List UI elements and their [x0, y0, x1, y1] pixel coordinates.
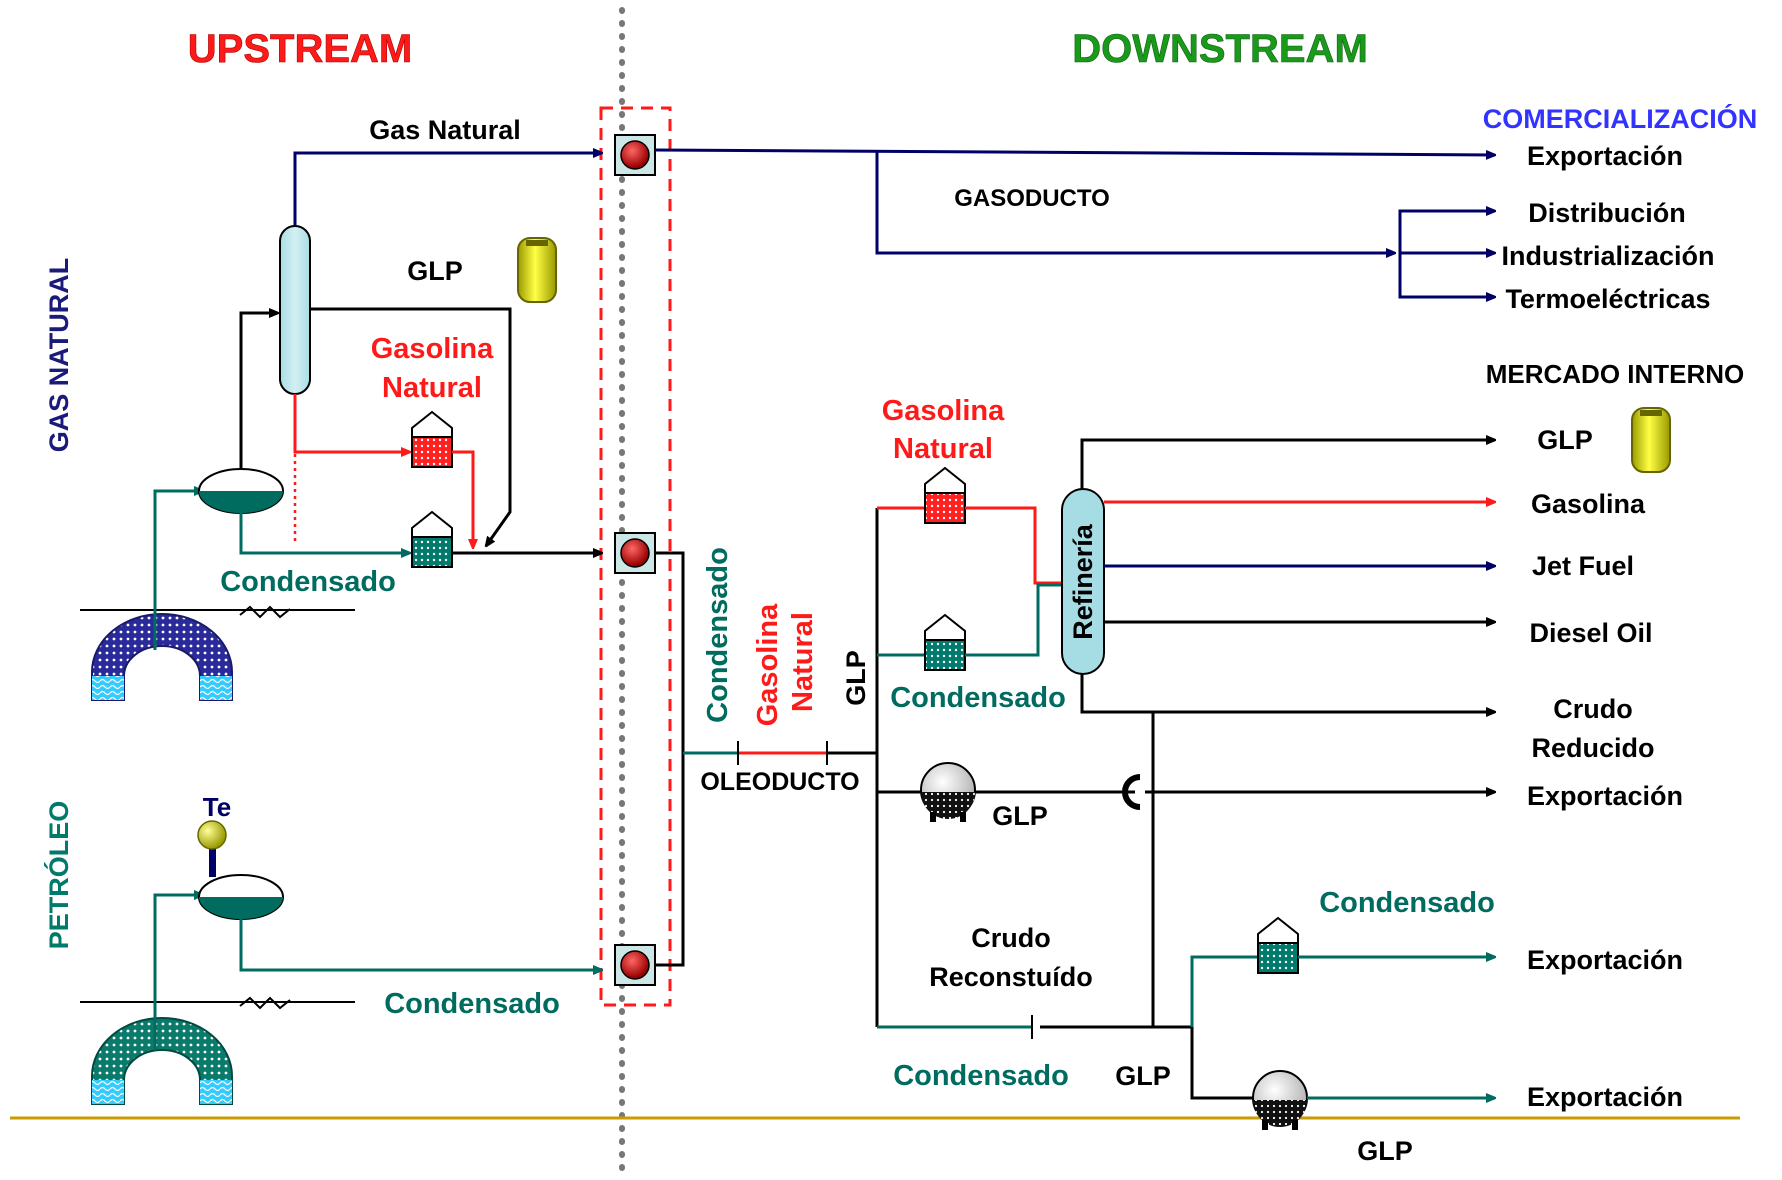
- label-vertical-glp: GLP: [841, 650, 871, 706]
- condensado-line-petroleo: [239, 919, 602, 970]
- oleoducto-upper: [655, 551, 685, 967]
- label-condensado-petroleo: Condensado: [384, 988, 560, 1020]
- storage-tank-icon: [1257, 916, 1299, 974]
- label-crudo-reducido-2: Reducido: [1531, 733, 1654, 763]
- label-gasolina-downstream-2: Natural: [893, 433, 993, 465]
- label-mercado-interno: MERCADO INTERNO: [1486, 359, 1745, 389]
- red-tank-to-junction: [452, 450, 473, 548]
- label-condensado-export: Condensado: [1319, 887, 1495, 919]
- refineria-glp-out: [1080, 440, 1495, 489]
- storage-tank-icon: [411, 510, 453, 568]
- label-gasolina-downstream-1: Gasolina: [882, 395, 1005, 427]
- label-refineria: Refinería: [1068, 523, 1098, 640]
- lpg-cylinder-icon: [517, 237, 557, 303]
- valve-icon: [614, 944, 656, 986]
- label-glp-mi: GLP: [1537, 425, 1593, 455]
- label-crudo-reconst-2: Reconstuído: [929, 962, 1093, 992]
- storage-tank-icon: [411, 410, 453, 468]
- glp-export-bottom-line: [1190, 1027, 1255, 1100]
- downstream-header: DOWNSTREAM: [1072, 27, 1368, 71]
- label-comercializacion: COMERCIALIZACIÓN: [1483, 103, 1757, 134]
- label-vertical-natural: Natural: [787, 612, 819, 712]
- gas-well: [80, 605, 355, 701]
- sphere-tank-icon: [920, 762, 976, 822]
- label-diesel: Diesel Oil: [1529, 618, 1652, 648]
- label-exportacion-glp: Exportación: [1527, 1082, 1683, 1112]
- water-right-icon: [200, 676, 232, 700]
- glp-line: [310, 307, 512, 546]
- label-glp-upstream: GLP: [407, 256, 463, 286]
- label-vertical-condensado: Condensado: [702, 547, 734, 723]
- label-glp-bottom: GLP: [1115, 1061, 1171, 1091]
- separator-to-column: [239, 313, 278, 469]
- valve-icon: [614, 532, 656, 574]
- gas-well-riser: [153, 491, 203, 650]
- label-industrializacion: Industrialización: [1501, 241, 1714, 271]
- sphere-tank-icon: [1252, 1070, 1308, 1130]
- label-gasoducto: GASODUCTO: [954, 185, 1110, 212]
- water-right-icon: [200, 1080, 232, 1104]
- label-glp-sphere: GLP: [992, 801, 1048, 831]
- label-gasolina-upstream-2: Natural: [382, 372, 482, 404]
- lpg-cylinder-icon: [1631, 407, 1671, 473]
- label-te: Te: [203, 792, 231, 822]
- condensado-export-line: [1190, 955, 1258, 1027]
- te-gauge-icon: [197, 820, 227, 850]
- label-exportacion-gas: Exportación: [1527, 141, 1683, 171]
- refineria-crudo-out: [1080, 674, 1495, 712]
- oil-reservoir-dome: [91, 1017, 233, 1105]
- water-left-icon: [92, 676, 124, 700]
- label-gasolina-mi: Gasolina: [1531, 489, 1646, 519]
- gasolina-natural-line: [293, 394, 410, 452]
- distillation-column-icon: [279, 225, 311, 395]
- label-crudo-reconst-1: Crudo: [971, 923, 1050, 953]
- oil-well: [80, 996, 355, 1105]
- valve-icon: [614, 134, 656, 176]
- label-gas-natural: Gas Natural: [369, 115, 521, 145]
- label-condensado-refineria: Condensado: [890, 682, 1066, 714]
- label-jet-fuel: Jet Fuel: [1532, 551, 1634, 581]
- condensado-line-upstream: [239, 513, 410, 553]
- oil-well-riser: [153, 895, 203, 1050]
- storage-tank-icon: [924, 466, 966, 524]
- water-left-icon: [92, 1080, 124, 1104]
- label-distribucion: Distribución: [1528, 198, 1686, 228]
- gasoducto-branch: [875, 152, 1395, 253]
- gas-natural-line: [293, 153, 602, 226]
- side-label-petroleo: PETRÓLEO: [43, 801, 74, 950]
- gasoducto-main: [654, 148, 1495, 155]
- label-vertical-gasolina: Gasolina: [752, 603, 784, 726]
- pipe-crossover-icon: [1122, 774, 1141, 810]
- branch-termoelectricas: [1398, 253, 1495, 297]
- label-exportacion-mi: Exportación: [1527, 781, 1683, 811]
- label-condensado-bottom: Condensado: [893, 1060, 1069, 1092]
- label-oleoducto: OLEODUCTO: [700, 768, 859, 796]
- gasolina-to-refineria: [965, 506, 1065, 585]
- gas-reservoir-dome: [91, 613, 233, 701]
- label-exportacion-condensado: Exportación: [1527, 945, 1683, 975]
- storage-tank-icon: [924, 613, 966, 671]
- label-condensado-gas: Condensado: [220, 566, 396, 598]
- label-termoelectricas: Termoeléctricas: [1505, 284, 1710, 314]
- condensado-to-refineria: [965, 583, 1065, 657]
- upstream-header: UPSTREAM: [188, 27, 412, 71]
- label-glp-sphere-bottom: GLP: [1357, 1136, 1413, 1166]
- label-crudo-reducido-1: Crudo: [1553, 694, 1632, 724]
- branch-distribucion: [1398, 211, 1495, 253]
- label-gasolina-upstream-1: Gasolina: [371, 333, 494, 365]
- side-label-gas-natural: GAS NATURAL: [44, 258, 74, 452]
